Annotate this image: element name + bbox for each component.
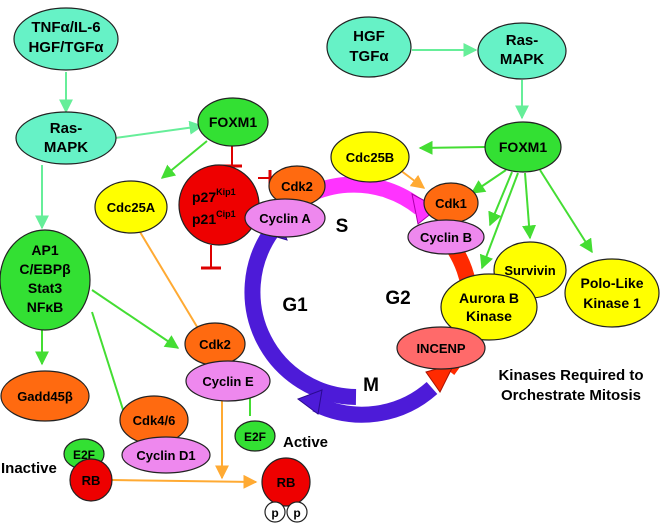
node-rb-active: RB p p bbox=[261, 457, 311, 523]
node-cyclin-b: Cyclin B bbox=[407, 219, 485, 255]
arrow-foxm1-to-cdc25b bbox=[418, 140, 486, 155]
foxm1-left-label: FOXM1 bbox=[209, 114, 257, 130]
node-cdc25a: Cdc25A bbox=[94, 180, 168, 234]
node-e2f-right: E2F bbox=[234, 420, 276, 452]
cyclin-d1-label: Cyclin D1 bbox=[136, 448, 195, 463]
ap1-line1: AP1 bbox=[31, 242, 58, 258]
cyclin-e-label: Cyclin E bbox=[202, 374, 254, 389]
arrow-rasmapk-to-foxm1 bbox=[114, 120, 204, 139]
node-cdc25b: Cdc25B bbox=[330, 131, 410, 183]
phase-m-label: M bbox=[363, 375, 379, 396]
tnf-il6-line1: TNFα/IL-6 bbox=[31, 19, 100, 36]
node-polo-like: Polo-Like Kinase 1 bbox=[564, 258, 660, 328]
arrow-ap1-to-cycline bbox=[91, 289, 180, 349]
inactive-label: Inactive bbox=[1, 460, 57, 477]
cyclin-a-label: Cyclin A bbox=[259, 211, 311, 226]
ap1-line4: NFκB bbox=[27, 299, 64, 315]
foxm1-right-label: FOXM1 bbox=[499, 139, 547, 155]
node-gadd45b: Gadd45β bbox=[0, 370, 90, 422]
cdc25b-label: Cdc25B bbox=[346, 150, 394, 165]
rb-left-label: RB bbox=[82, 473, 101, 488]
cdk46-label: Cdk4/6 bbox=[133, 413, 176, 428]
rasmapk-left-line2: MAPK bbox=[44, 139, 88, 156]
cdc25a-label: Cdc25A bbox=[107, 200, 156, 215]
hgf-tgfa-line2: TGFα bbox=[349, 48, 389, 65]
g1-arc bbox=[244, 226, 357, 405]
rb-right-label: RB bbox=[277, 475, 296, 490]
arrow-foxm1-to-cdc25a bbox=[160, 140, 208, 179]
phase-g2-label: G2 bbox=[385, 288, 410, 309]
gadd45b-label: Gadd45β bbox=[17, 389, 73, 404]
node-tnf-il6: TNFα/IL-6 HGF/TGFα bbox=[13, 7, 119, 71]
p-right-label: p bbox=[293, 506, 300, 520]
arrow-foxm1-to-polo bbox=[539, 169, 593, 254]
arrow-cdc25b-to-cdk1 bbox=[399, 169, 426, 189]
caption-line1: Kinases Required to bbox=[498, 367, 643, 384]
node-cyclin-d1: Cyclin D1 bbox=[121, 436, 211, 474]
survivin-label: Survivin bbox=[504, 263, 555, 278]
cdk1-label: Cdk1 bbox=[435, 196, 467, 211]
node-cyclin-a: Cyclin A bbox=[244, 198, 326, 238]
node-cdk1: Cdk1 bbox=[423, 182, 479, 224]
arrow-foxm1-to-cyclinb bbox=[488, 171, 513, 227]
node-cdk2-mid: Cdk2 bbox=[184, 322, 246, 366]
ap1-line2: C/EBPβ bbox=[19, 261, 71, 277]
node-aurora-b: Aurora B Kinase bbox=[440, 273, 538, 341]
rasmapk-right-line1: Ras- bbox=[506, 32, 539, 49]
phospho-right bbox=[286, 501, 308, 523]
hgf-tgfa-line1: HGF bbox=[353, 28, 385, 45]
ap1-line3: Stat3 bbox=[28, 280, 62, 296]
rasmapk-left-line1: Ras- bbox=[50, 120, 83, 137]
arrow-foxm1-to-aurora bbox=[479, 172, 519, 270]
node-ap1-group: AP1 C/EBPβ Stat3 NFκB bbox=[0, 229, 91, 331]
p21-label: p21Cip1 bbox=[192, 209, 236, 227]
aurora-b-line2: Kinase bbox=[466, 308, 512, 324]
node-rasmapk-left: Ras- MAPK bbox=[15, 111, 117, 165]
m-arrowhead bbox=[296, 389, 323, 415]
arrow-cdc25a-to-cdk2 bbox=[139, 231, 206, 342]
node-foxm1-left: FOXM1 bbox=[197, 97, 269, 147]
arrow-foxm1-to-survivin bbox=[522, 172, 537, 240]
node-foxm1-right: FOXM1 bbox=[484, 121, 562, 173]
node-incenp: INCENP bbox=[396, 326, 486, 370]
polo-like-line2: Kinase 1 bbox=[583, 295, 641, 311]
node-cyclin-e: Cyclin E bbox=[185, 360, 271, 402]
node-hgf-tgfa: HGF TGFα bbox=[326, 16, 412, 78]
phase-g1-label: G1 bbox=[282, 295, 308, 316]
arrow-foxm1-to-cdk1 bbox=[470, 169, 507, 194]
caption-line2: Orchestrate Mitosis bbox=[501, 387, 641, 404]
node-rasmapk-right: Ras- MAPK bbox=[477, 22, 567, 80]
polo-like-line1: Polo-Like bbox=[580, 275, 643, 291]
cdk2-mid-label: Cdk2 bbox=[199, 337, 231, 352]
node-rb-inactive: RB bbox=[69, 458, 113, 502]
active-label: Active bbox=[283, 434, 328, 451]
phospho-left bbox=[264, 501, 286, 523]
cdk2-top-label: Cdk2 bbox=[281, 179, 313, 194]
node-p27-p21: p27Kip1 p21Cip1 bbox=[178, 164, 260, 246]
tnf-il6-line2: HGF/TGFα bbox=[28, 39, 104, 56]
phase-s-label: S bbox=[336, 216, 349, 237]
e2f-right-label: E2F bbox=[244, 430, 266, 444]
aurora-b-line1: Aurora B bbox=[459, 290, 519, 306]
p27-label: p27Kip1 bbox=[192, 187, 236, 205]
arrow-rb-inactive-to-active bbox=[111, 474, 258, 489]
cyclin-b-label: Cyclin B bbox=[420, 230, 472, 245]
rasmapk-right-line2: MAPK bbox=[500, 51, 544, 68]
m-arc bbox=[312, 381, 438, 423]
p-left-label: p bbox=[271, 506, 278, 520]
node-cdk46: Cdk4/6 bbox=[119, 395, 189, 445]
incenp-label: INCENP bbox=[416, 341, 465, 356]
node-cdk2-top: Cdk2 bbox=[268, 165, 326, 207]
